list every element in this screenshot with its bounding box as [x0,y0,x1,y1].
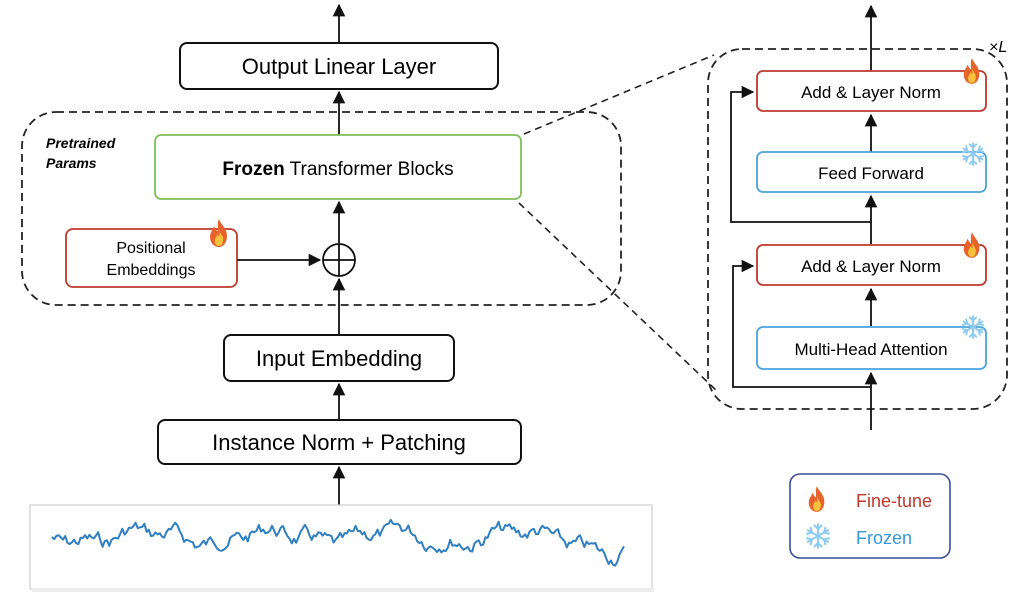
frozen-bold-text: Frozen [222,159,284,180]
legend-frozen-label: Frozen [856,528,912,548]
legend: Fine-tune Frozen [789,473,951,559]
add-layer-norm-top-label: Add & Layer Norm [801,83,941,102]
transformer-blocks-text: Transformer Blocks [285,159,454,180]
zoom-connector-top [523,54,715,135]
flame-icon [210,219,227,247]
input-embedding-label: Input Embedding [256,346,422,371]
multi-head-attention-label: Multi-Head Attention [794,340,947,359]
pretrained-label-line1: Pretrained [46,135,116,151]
input-embedding-block: Input Embedding [223,334,455,382]
output-linear-layer-label: Output Linear Layer [242,54,436,79]
frozen-transformer-label: Frozen Transformer Blocks [222,159,453,180]
positional-embeddings-line2: Embeddings [107,262,196,279]
flame-icon [963,232,980,258]
repeat-count-label: ×L [989,39,1007,56]
zoom-connector-bottom [518,202,719,393]
add-layer-norm-top-block: Add & Layer Norm [756,58,987,112]
time-series-line [51,518,625,567]
residual-connection-lower [732,259,871,388]
pretrained-params-region [21,111,622,306]
flame-icon [963,58,980,84]
add-layer-norm-bottom-label: Add & Layer Norm [801,257,941,276]
transformer-block-detail-region [707,48,1008,410]
residual-connection-upper [730,85,871,223]
feed-forward-label: Feed Forward [818,164,924,183]
pretrained-label-line2: Params [46,155,97,171]
add-layer-norm-bottom-block: Add & Layer Norm [756,232,987,286]
positional-embeddings-line1: Positional [116,240,185,257]
output-linear-layer-block: Output Linear Layer [179,42,499,90]
multi-head-attention-block: Multi-Head Attention [756,316,987,370]
feed-forward-block: Feed Forward [756,143,987,193]
input-time-series-panel [29,504,654,592]
frozen-transformer-blocks: Frozen Transformer Blocks [154,134,522,200]
instance-norm-patching-block: Instance Norm + Patching [157,419,522,465]
instance-norm-patching-label: Instance Norm + Patching [212,430,466,455]
legend-fine-tune-label: Fine-tune [856,491,932,511]
addition-operator-icon [322,243,356,277]
positional-embeddings-block: Positional Embeddings [65,219,238,288]
